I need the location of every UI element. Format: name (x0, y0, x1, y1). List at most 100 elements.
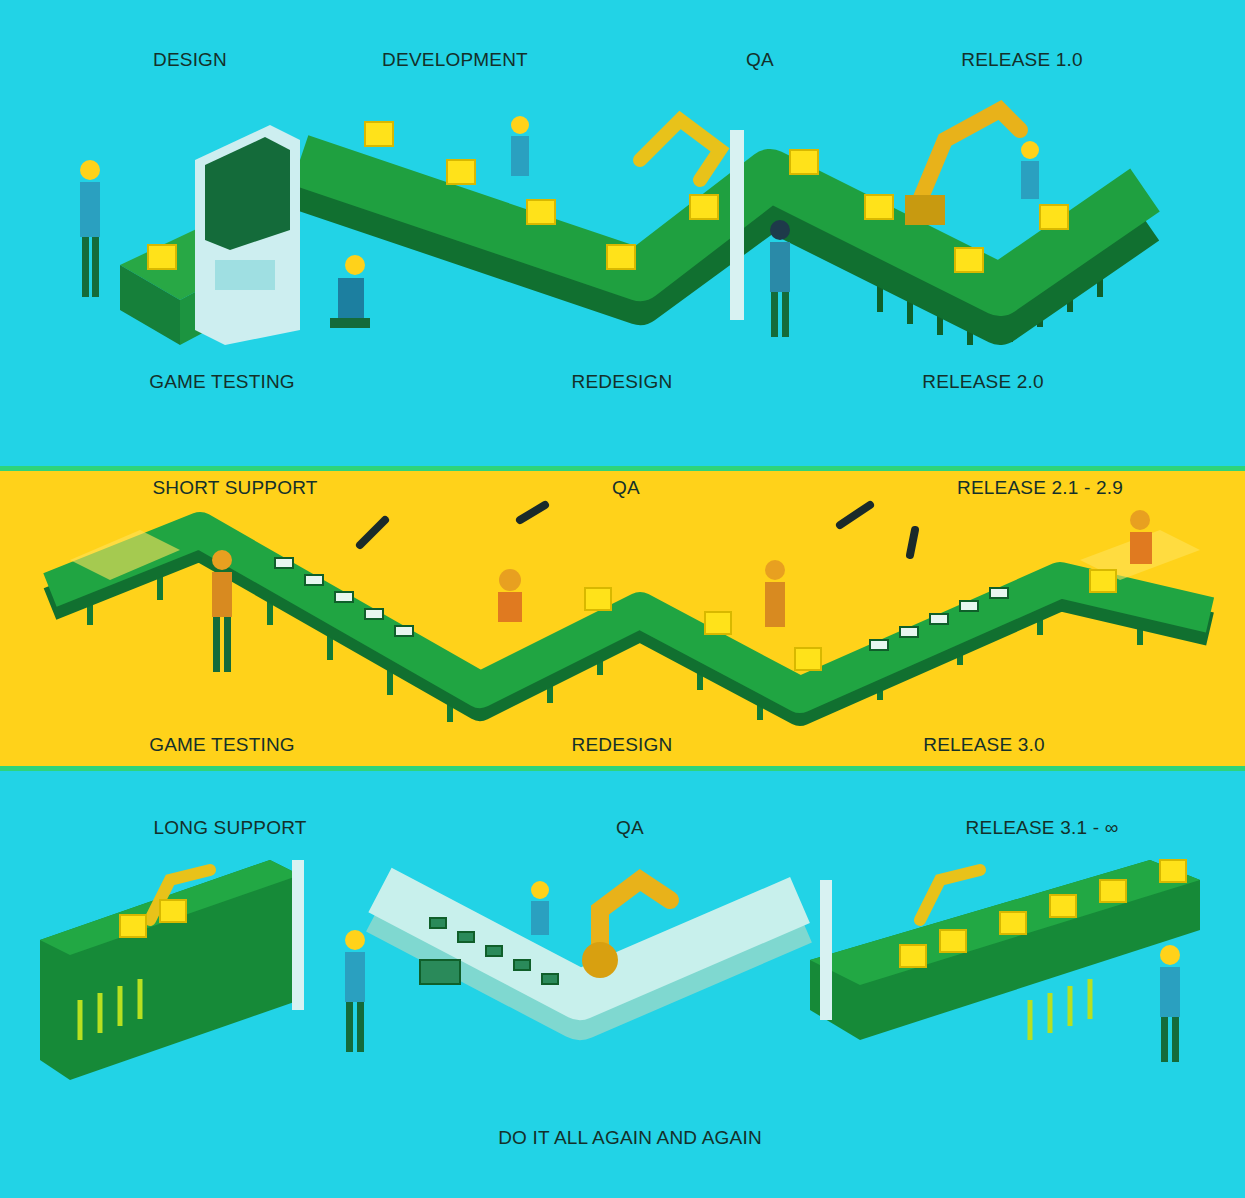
conveyor-belt (380, 890, 800, 995)
robot-arm (292, 860, 304, 1010)
conveyor-belt (120, 265, 180, 345)
cargo-box (1040, 205, 1068, 229)
robot-arm (920, 110, 1020, 200)
stage-label: RELEASE 3.1 - ∞ (966, 817, 1119, 839)
stage-label: QA (616, 817, 644, 839)
tablet-row (960, 601, 978, 611)
stage-label: RELEASE 3.0 (923, 734, 1045, 756)
cargo-box (1160, 860, 1186, 882)
cargo-box (1090, 570, 1116, 592)
worker-figure (531, 881, 549, 899)
cargo-box (365, 122, 393, 146)
conveyor-belt (810, 860, 1200, 1040)
worker-figure (511, 116, 529, 134)
worker-figure (1130, 510, 1150, 530)
worker-figure (213, 617, 220, 672)
robot-arm (360, 520, 385, 545)
worker-figure (1130, 532, 1152, 564)
worker-figure (345, 952, 365, 1002)
robot-arm (640, 110, 1020, 320)
stage-label: RELEASE 1.0 (961, 49, 1083, 71)
worker-figure (771, 292, 778, 337)
worker-figure (765, 560, 785, 580)
robot-arm (920, 870, 980, 920)
worker-figure (531, 901, 549, 935)
worker-figure (782, 292, 789, 337)
computer-console (205, 137, 290, 250)
computer-console (215, 260, 275, 290)
band-ground (0, 471, 1245, 766)
conveyor-belt (70, 530, 180, 580)
worker-figure (770, 220, 790, 240)
computer-console (195, 125, 300, 345)
tablet-row (305, 575, 323, 585)
robot-arm (840, 505, 870, 525)
tablet-row (365, 609, 383, 619)
tablet-row (395, 626, 413, 636)
robot-arm (520, 505, 545, 520)
worker-figure (1172, 1017, 1179, 1062)
worker-figure (345, 255, 365, 275)
band-ground (0, 0, 1245, 466)
worker-figure (770, 242, 790, 292)
stage-label: QA (612, 477, 640, 499)
band-ground (0, 766, 1245, 771)
conveyor-belt (877, 285, 883, 312)
tablet-row (486, 946, 502, 956)
worker-figure (498, 592, 522, 622)
cargo-box (940, 930, 966, 952)
stage-label: DEVELOPMENT (382, 49, 528, 71)
stage-label: REDESIGN (572, 371, 673, 393)
stage-label: GAME TESTING (149, 734, 295, 756)
worker-figure (345, 930, 365, 950)
conveyor-belt (50, 530, 1210, 695)
cargo-box (795, 648, 821, 670)
robot-arm (582, 942, 618, 978)
worker-figure (1021, 161, 1039, 199)
conveyor-belt (40, 860, 300, 955)
tablet-row (420, 960, 460, 984)
worker-figure (345, 881, 1180, 1062)
conveyor-belt (1048, 993, 1053, 1033)
conveyor-belt (810, 860, 1200, 985)
conveyor-belt (98, 993, 103, 1033)
worker-figure (224, 617, 231, 672)
band-ground (0, 771, 1245, 1198)
computer-console (195, 125, 300, 345)
cargo-box (1000, 912, 1026, 934)
stage-label: RELEASE 2.0 (922, 371, 1044, 393)
stage-label: LONG SUPPORT (153, 817, 306, 839)
conveyor-belt (40, 860, 1200, 1080)
cargo-box (607, 245, 635, 269)
cargo-box (690, 195, 718, 219)
worker-figure (82, 237, 89, 297)
tablet-row (335, 592, 353, 602)
conveyor-belt (1088, 979, 1093, 1019)
worker-figure (511, 136, 529, 176)
cargo-box (120, 860, 1186, 967)
worker-figure (212, 510, 1152, 672)
worker-figure (80, 116, 1039, 337)
worker-figure (1021, 141, 1039, 159)
cargo-box (527, 200, 555, 224)
worker-figure (80, 160, 100, 180)
worker-figure (499, 569, 521, 591)
cargo-box (585, 588, 611, 610)
worker-figure (330, 318, 370, 328)
worker-figure (92, 237, 99, 297)
conveyor-belt (40, 860, 300, 1080)
conveyor-belt (78, 1000, 83, 1040)
band-ground (0, 466, 1245, 471)
cargo-box (160, 900, 186, 922)
stage-label: DESIGN (153, 49, 227, 71)
robot-arm (640, 120, 720, 180)
worker-figure (357, 1002, 364, 1052)
stage-label: RELEASE 2.1 - 2.9 (957, 477, 1123, 499)
worker-figure (212, 550, 232, 570)
tablet-row (514, 960, 530, 970)
tablet-row (458, 932, 474, 942)
conveyor-belt (1028, 1000, 1033, 1040)
worker-figure (1160, 967, 1180, 1017)
cargo-box (955, 248, 983, 272)
